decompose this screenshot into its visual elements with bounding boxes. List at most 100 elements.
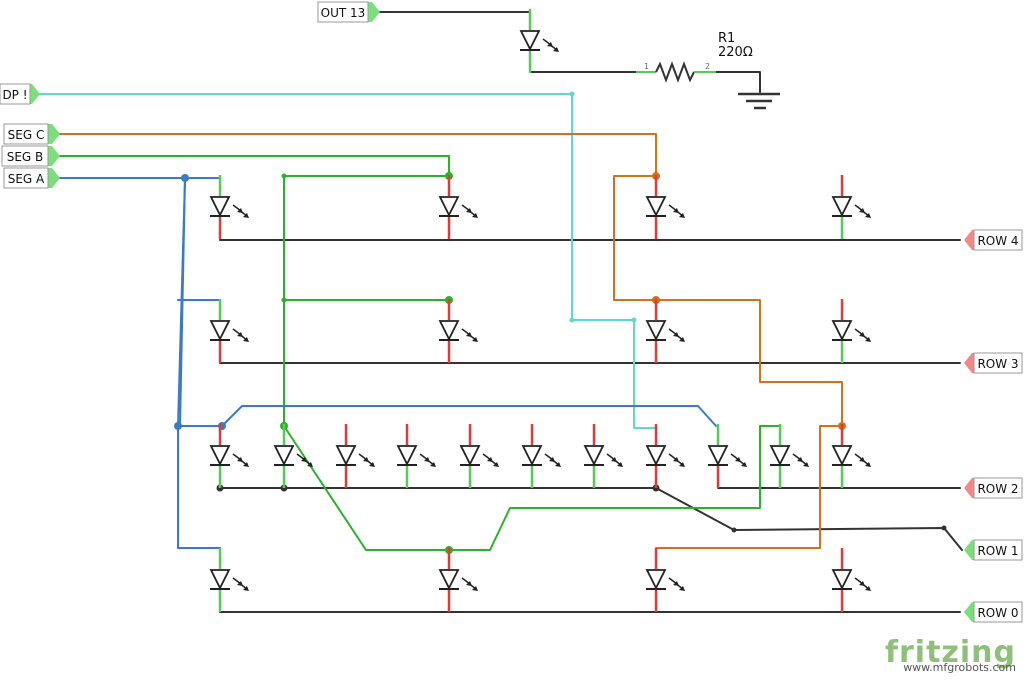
led[interactable] xyxy=(438,175,478,239)
led-arrow-head xyxy=(679,337,685,342)
led-triangle xyxy=(831,445,853,467)
net-label-text: DP ! xyxy=(2,88,27,102)
led[interactable] xyxy=(273,424,313,488)
net-label-row2[interactable]: ROW 2 xyxy=(964,477,1023,499)
net-label-row0[interactable]: ROW 0 xyxy=(964,601,1023,623)
led-arrow-head xyxy=(679,213,685,218)
wire-dp xyxy=(35,93,657,429)
wire-out13 xyxy=(377,11,531,21)
resistor-pin2-label: 2 xyxy=(705,62,710,71)
resistor-pin1-label: 1 xyxy=(644,62,649,71)
led-triangle xyxy=(438,569,460,591)
led-triangle xyxy=(209,320,231,342)
led[interactable] xyxy=(645,175,685,239)
led-triangle xyxy=(707,445,729,467)
output-net-labels: ROW 4 ROW 3 ROW 2 ROW 1 ROW 0 xyxy=(964,229,1023,623)
led-arrow-head xyxy=(243,586,249,591)
led[interactable] xyxy=(519,9,559,73)
led-triangle xyxy=(521,445,543,467)
led-arrow-head xyxy=(553,47,559,52)
net-label-box xyxy=(3,123,49,145)
ground-symbol xyxy=(738,92,780,110)
led[interactable] xyxy=(459,424,499,488)
resistor-zigzag xyxy=(655,61,695,83)
wire-sega-trunk2 xyxy=(179,177,186,427)
wire-segc-row2 xyxy=(655,425,843,561)
led-triangle xyxy=(769,445,791,467)
wire-led-to-resistor xyxy=(529,61,641,73)
junction xyxy=(569,317,575,323)
net-label-text: ROW 1 xyxy=(977,544,1018,558)
led-triangle xyxy=(831,196,853,218)
led-triangle xyxy=(209,196,231,218)
net-label-text: OUT 13 xyxy=(321,6,366,20)
wire-row1 xyxy=(655,487,963,551)
led-arrow-head xyxy=(472,586,478,591)
wires xyxy=(35,11,963,613)
led[interactable] xyxy=(645,424,685,488)
led-arrow-head xyxy=(679,586,685,591)
wire-segc-down xyxy=(655,299,843,427)
led[interactable] xyxy=(645,548,685,612)
net-label-text: ROW 0 xyxy=(977,606,1018,620)
led-triangle xyxy=(396,445,418,467)
led[interactable] xyxy=(521,424,561,488)
led-arrow-head xyxy=(243,213,249,218)
net-label-segb[interactable]: SEG B xyxy=(1,145,60,167)
led-arrow-head xyxy=(369,462,375,467)
wire-segc-branch xyxy=(613,175,657,301)
net-label-box xyxy=(973,229,1023,251)
led-triangle xyxy=(831,320,853,342)
net-label-out13[interactable]: OUT 13 xyxy=(317,1,380,23)
junction xyxy=(631,317,637,323)
net-label-sega[interactable]: SEG A xyxy=(3,167,60,189)
wire-sega-row2 xyxy=(177,405,717,427)
fritzing-logo: fritzing xyxy=(885,635,1016,670)
junction xyxy=(569,91,575,97)
junctions xyxy=(174,91,947,554)
led[interactable] xyxy=(209,424,249,488)
net-label-box xyxy=(1,145,49,167)
net-label-text: ROW 2 xyxy=(977,482,1018,496)
led-arrow-head xyxy=(741,462,747,467)
led-arrow-head xyxy=(430,462,436,467)
wire-segc-main xyxy=(57,133,657,177)
led[interactable] xyxy=(831,175,871,239)
net-label-text: SEG A xyxy=(8,172,45,186)
led[interactable] xyxy=(335,424,375,488)
net-label-row1[interactable]: ROW 1 xyxy=(964,539,1023,561)
led-arrow-head xyxy=(243,462,249,467)
net-label-row3[interactable]: ROW 3 xyxy=(964,352,1023,374)
net-label-segc[interactable]: SEG C xyxy=(3,123,60,145)
net-label-dp[interactable]: DP ! xyxy=(0,83,40,105)
led-triangle xyxy=(645,320,667,342)
led-triangle xyxy=(645,569,667,591)
led[interactable] xyxy=(645,299,685,363)
led-triangle xyxy=(209,445,231,467)
led[interactable] xyxy=(707,424,747,488)
led[interactable] xyxy=(209,548,249,612)
wire-sega-row3 xyxy=(177,299,221,313)
led[interactable] xyxy=(209,299,249,363)
led[interactable] xyxy=(831,548,871,612)
net-label-text: ROW 4 xyxy=(977,234,1018,248)
junction xyxy=(731,527,737,533)
led[interactable] xyxy=(831,424,871,488)
led[interactable] xyxy=(438,548,478,612)
net-label-text: SEG B xyxy=(7,150,44,164)
led-triangle xyxy=(831,569,853,591)
net-label-row4[interactable]: ROW 4 xyxy=(964,229,1023,251)
led-triangle xyxy=(583,445,605,467)
led[interactable] xyxy=(396,424,436,488)
led[interactable] xyxy=(438,299,478,363)
led[interactable] xyxy=(831,299,871,363)
net-label-box xyxy=(973,477,1023,499)
wire-segb-row3 xyxy=(283,299,450,313)
led-triangle xyxy=(645,445,667,467)
led[interactable] xyxy=(209,175,249,239)
resistor-r1[interactable]: 1 2 R1 220Ω xyxy=(636,31,753,83)
junction xyxy=(174,422,182,430)
led[interactable] xyxy=(769,424,809,488)
led[interactable] xyxy=(583,424,623,488)
